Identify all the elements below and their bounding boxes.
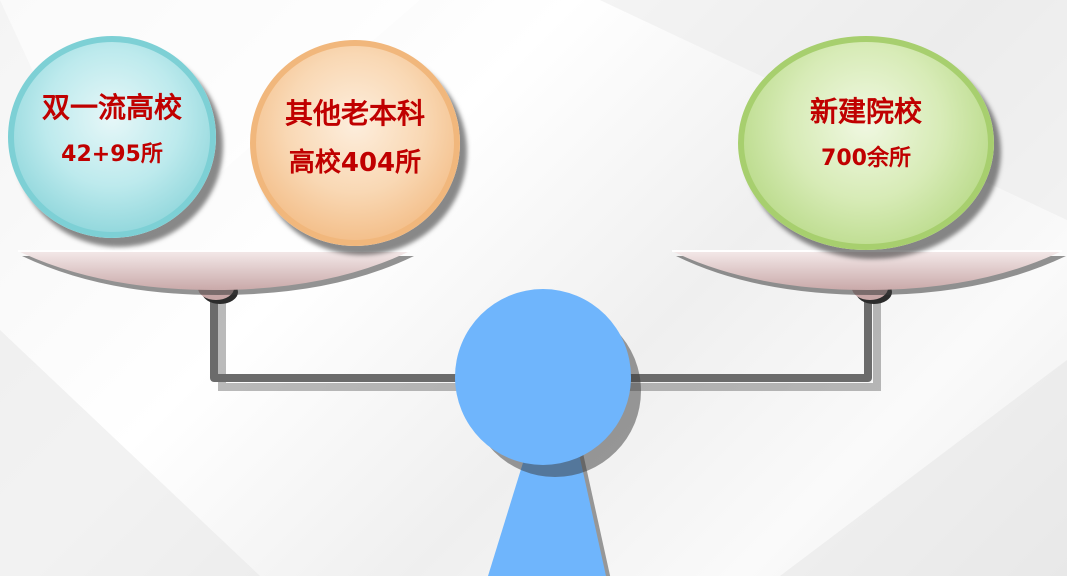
ball-new-institutions: 新建院校 700余所 [738, 36, 994, 250]
ball-title: 新建院校 [809, 95, 922, 128]
right-pan [672, 250, 1066, 304]
ball-count: 42+95所 [61, 142, 163, 167]
left-pan [18, 250, 414, 304]
ball-count: 高校404所 [288, 148, 422, 178]
pivot-stand [455, 289, 641, 576]
ball-title: 双一流高校 [41, 91, 182, 124]
ball-other-old-undergrad: 其他老本科 高校404所 [250, 40, 460, 246]
ball-count: 700余所 [821, 146, 911, 171]
ball-title: 其他老本科 [284, 97, 425, 130]
ball-double-first-class: 双一流高校 42+95所 [8, 36, 216, 238]
pivot-circle [455, 289, 631, 465]
